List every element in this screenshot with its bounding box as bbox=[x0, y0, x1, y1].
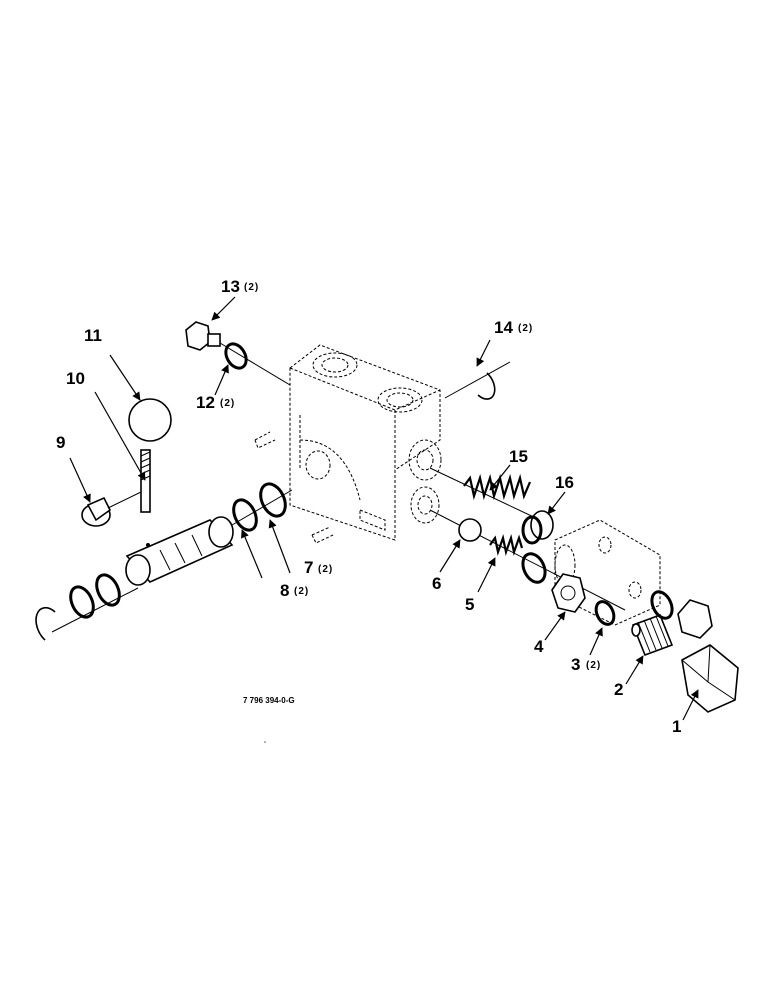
callout-7-number: 7 bbox=[304, 558, 313, 577]
callout-14-qty: (2) bbox=[518, 323, 533, 334]
plug-13 bbox=[185, 321, 291, 386]
callout-6-number: 6 bbox=[432, 574, 441, 593]
callout-15-number: 15 bbox=[509, 447, 528, 466]
scan-speck bbox=[264, 741, 266, 743]
spool-assembly bbox=[35, 398, 293, 641]
callout-8-number: 8 bbox=[280, 581, 289, 600]
callout-7-qty: (2) bbox=[318, 564, 333, 575]
callout-1-number: 1 bbox=[672, 717, 681, 736]
callout-11-number: 11 bbox=[84, 326, 102, 345]
callout-8-qty: (2) bbox=[294, 586, 309, 597]
callout-13-qty: (2) bbox=[244, 282, 259, 293]
callout-5-number: 5 bbox=[465, 595, 474, 614]
callout-9-number: 9 bbox=[56, 433, 65, 452]
callout-12-number: 12 bbox=[196, 393, 215, 412]
valve-body bbox=[254, 344, 442, 544]
snap-ring-14 bbox=[444, 361, 511, 400]
callout-10-number: 10 bbox=[66, 369, 85, 388]
callout-labels: 1 2 3 (2) 4 5 6 7 (2) 8 (2) 9 10 11 12 (… bbox=[56, 277, 681, 736]
callout-14-number: 14 bbox=[494, 318, 513, 337]
callout-3-number: 3 bbox=[571, 655, 580, 674]
callout-3-qty: (2) bbox=[586, 660, 601, 671]
drawing-code: 7 796 394-0-G bbox=[243, 696, 295, 705]
callout-12-qty: (2) bbox=[220, 398, 235, 409]
callout-4-number: 4 bbox=[534, 637, 544, 656]
callout-13-number: 13 bbox=[221, 277, 240, 296]
callout-16-number: 16 bbox=[555, 473, 574, 492]
callout-2-number: 2 bbox=[614, 680, 623, 699]
relief-assembly bbox=[429, 467, 739, 713]
leader-lines bbox=[69, 296, 699, 721]
